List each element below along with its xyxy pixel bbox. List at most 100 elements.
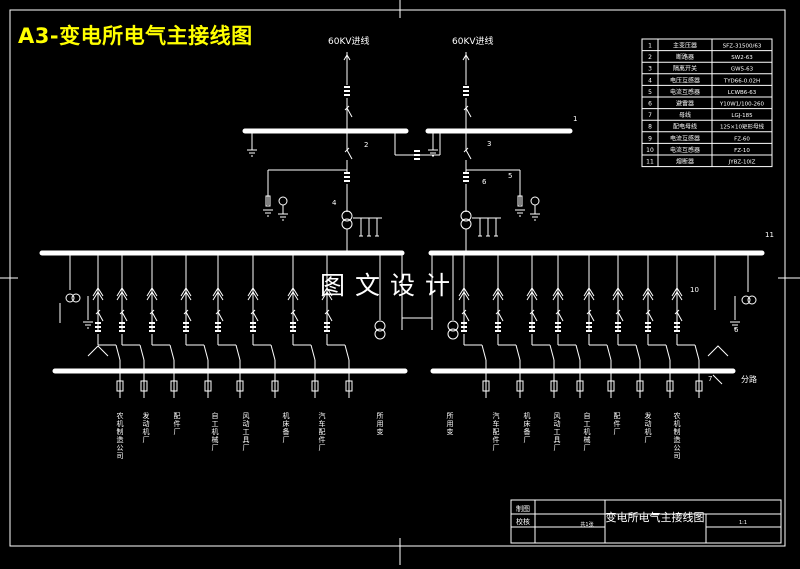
feeder-ct <box>271 380 279 392</box>
winding-primary <box>341 210 353 222</box>
breaker-x <box>149 309 155 315</box>
ct-coil <box>324 326 330 328</box>
label-char: 造 <box>674 435 681 444</box>
feeder-ct <box>636 380 644 392</box>
row-number: 8 <box>648 124 652 131</box>
label-char: 配 <box>614 412 621 420</box>
feeder-bay-left-1 <box>92 255 124 398</box>
ct-coil <box>344 176 350 178</box>
row-model: 125×10矩形母线 <box>720 123 765 131</box>
label-char: 变 <box>447 427 454 436</box>
ct-coil <box>119 330 125 332</box>
ct-coil <box>615 330 621 332</box>
main-transformer <box>341 210 353 230</box>
row-number: 6 <box>648 101 652 108</box>
ct-coil <box>290 330 296 332</box>
breaker-x <box>529 309 535 315</box>
feeder-switch <box>694 344 700 361</box>
row-number: 2 <box>648 54 652 61</box>
busbars <box>39 128 765 374</box>
label-char: 厂 <box>283 436 290 444</box>
breaker-x <box>215 309 221 315</box>
feeder-label-right-1: 所用变 <box>447 411 454 436</box>
label-char: 具 <box>243 436 250 444</box>
row-number: 1 <box>648 43 652 50</box>
ct-coil <box>586 326 592 328</box>
incoming-ct <box>344 86 350 96</box>
breaker-x <box>674 309 680 315</box>
tb-sheet: 共1张 <box>580 521 593 528</box>
ct-coil <box>674 330 680 332</box>
feeder-bay-right-4 <box>552 255 584 398</box>
bay-ct <box>586 322 592 332</box>
ct-coil <box>290 326 296 328</box>
label-char: 工 <box>584 420 591 428</box>
ct-coil <box>215 322 221 324</box>
ct-coil <box>463 94 469 96</box>
label-char: 制 <box>674 427 681 436</box>
bay-breaker <box>250 309 259 322</box>
ct-coil <box>344 172 350 174</box>
pt-winding <box>71 293 81 303</box>
row-model: LCWB6-63 <box>728 90 757 96</box>
label-char: 风 <box>554 412 561 420</box>
label-char: 机 <box>283 411 290 420</box>
label-char: 厂 <box>319 444 326 452</box>
feeder-switch <box>235 344 241 361</box>
bay-breaker <box>95 309 104 322</box>
ct-coil <box>645 326 651 328</box>
row-name: 熔断器 <box>676 158 694 166</box>
bay-breaker <box>290 309 299 322</box>
label-char: 厂 <box>143 436 150 444</box>
feeder-ct <box>576 380 584 392</box>
winding-secondary <box>447 328 459 340</box>
label-char: 厂 <box>212 444 219 452</box>
bus-tie <box>394 133 441 160</box>
label-char: 备 <box>524 427 531 436</box>
ct-coil <box>461 326 467 328</box>
row-number: 5 <box>648 89 652 96</box>
callout-number: 6 <box>734 326 739 334</box>
feeder-switch <box>139 344 145 361</box>
ct-coil <box>461 322 467 324</box>
breaker-x <box>95 309 101 315</box>
ct-coil <box>495 326 501 328</box>
callout-number: 1 <box>573 115 577 123</box>
breaker-x <box>344 105 350 111</box>
label-char: 机 <box>117 419 124 428</box>
label-char: 备 <box>283 427 290 436</box>
pt-winding <box>747 295 757 305</box>
ct-coil <box>183 322 189 324</box>
bay-ct <box>674 322 680 332</box>
feeder-ct <box>666 380 674 392</box>
breaker-x <box>183 309 189 315</box>
feeder-ct <box>695 380 703 392</box>
label-char: 工 <box>212 420 219 428</box>
row-number: 9 <box>648 135 652 142</box>
ct-coil <box>463 172 469 174</box>
label-char: 厂 <box>524 436 531 444</box>
feeder-bay-right-1 <box>458 255 490 398</box>
breaker-blade <box>465 107 472 118</box>
arrester <box>265 195 271 207</box>
tb-row1-label: 制图 <box>516 504 530 513</box>
label-char: 变 <box>377 427 384 436</box>
ct-coil <box>586 322 592 324</box>
callout-number: 10 <box>690 286 699 294</box>
bay-breaker <box>529 309 538 322</box>
ct-coil <box>555 330 561 332</box>
row-model: SW2-63 <box>731 55 753 61</box>
row-model: GW5-63 <box>731 67 754 73</box>
bay-ct <box>615 322 621 332</box>
main-transformer <box>460 210 472 230</box>
bay-breaker <box>215 309 224 322</box>
label-char: 机 <box>645 427 652 436</box>
row-number: 11 <box>646 159 654 166</box>
